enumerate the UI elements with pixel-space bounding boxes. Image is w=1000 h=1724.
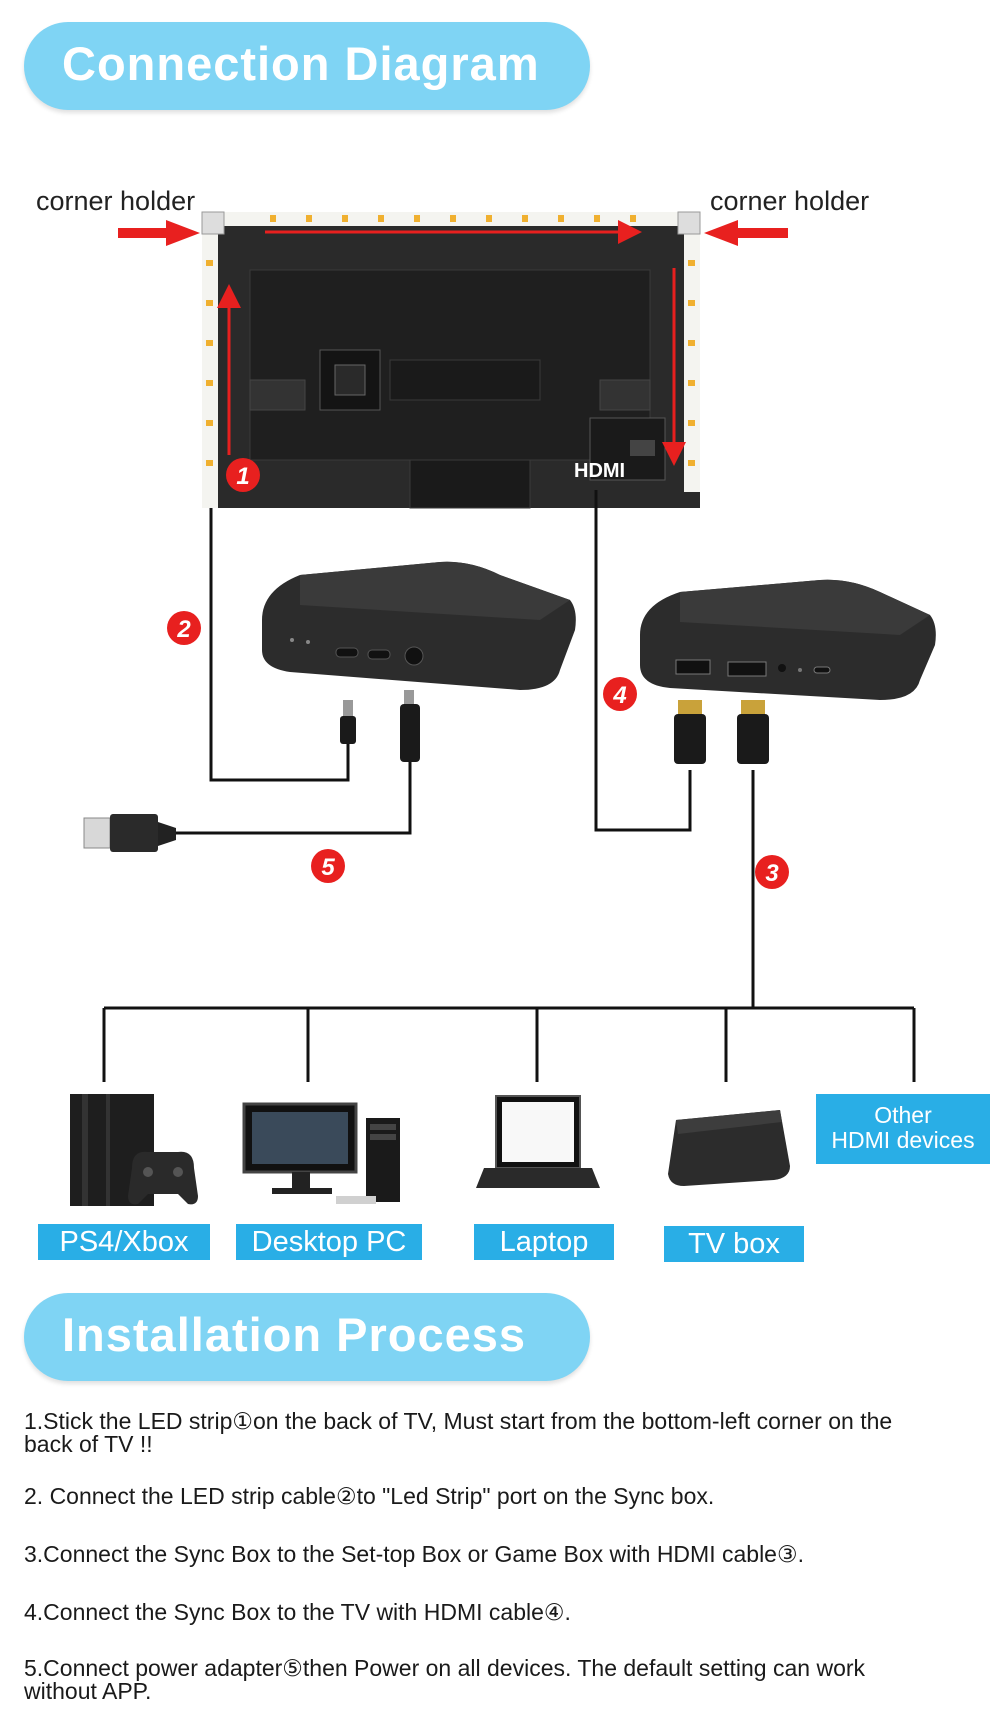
- other-hdmi-devices-label: Other HDMI devices: [816, 1094, 990, 1164]
- ps4-console-icon: [70, 1094, 198, 1206]
- connection-diagram: HDMI: [70, 211, 936, 1206]
- other-label-line1: Other: [874, 1102, 932, 1128]
- step-3: 3.Connect the Sync Box to the Set-top Bo…: [24, 1541, 804, 1567]
- corner-holder-left-label: corner holder: [36, 186, 196, 216]
- badge-4: 4: [603, 677, 637, 711]
- step-5: 5.Connect power adapter⑤then Power on al…: [24, 1655, 866, 1704]
- connection-diagram-header: Connection Diagram: [24, 22, 590, 110]
- desktop-pc-icon: [242, 1102, 400, 1204]
- installation-process-title: Installation Process: [62, 1308, 527, 1361]
- badge-5: 5: [311, 849, 345, 883]
- badge-3: 3: [755, 855, 789, 889]
- step-4: 4.Connect the Sync Box to the TV with HD…: [24, 1599, 571, 1625]
- hdmi-cable-tv: [594, 490, 692, 832]
- svg-text:1: 1: [236, 463, 249, 490]
- other-label-line2: HDMI devices: [831, 1127, 975, 1153]
- usb-c-plug: [340, 700, 356, 744]
- tv-box-icon: [668, 1110, 790, 1186]
- hdmi-plug-right: [737, 700, 769, 764]
- strip-direction-arrows: [217, 220, 686, 466]
- svg-text:3: 3: [765, 860, 779, 887]
- dc-plug: [400, 690, 420, 762]
- cables: [102, 490, 916, 1082]
- svg-text:5: 5: [321, 854, 335, 881]
- corner-holder-right-label: corner holder: [710, 186, 870, 216]
- corner-holder-arrows: [118, 220, 788, 246]
- badge-2: 2: [167, 611, 201, 645]
- badge-1: 1: [226, 458, 260, 492]
- step-2: 2. Connect the LED strip cable②to "Led S…: [24, 1483, 715, 1509]
- svg-text:4: 4: [612, 682, 626, 709]
- step-1: 1.Stick the LED strip①on the back of TV,…: [24, 1408, 893, 1457]
- connection-diagram-title: Connection Diagram: [62, 37, 540, 90]
- ps4-xbox-label: PS4/Xbox: [38, 1224, 210, 1260]
- laptop-label: Laptop: [474, 1224, 614, 1260]
- laptop-icon: [476, 1095, 600, 1188]
- sync-box: [262, 561, 576, 690]
- hdmi-plug-left: [674, 700, 706, 764]
- svg-text:2: 2: [176, 616, 191, 643]
- desktop-pc-label: Desktop PC: [236, 1224, 422, 1260]
- led-strip: [201, 211, 701, 508]
- tv-hdmi-label: HDMI: [574, 460, 625, 482]
- hdmi-sync-box: [640, 579, 936, 700]
- power-cable: [175, 760, 412, 835]
- led-strip-cable: [209, 508, 350, 782]
- usb-a-plug: [83, 814, 176, 852]
- installation-process-header: Installation Process: [24, 1293, 590, 1381]
- tv-back: [202, 212, 700, 509]
- tv-box-label: TV box: [664, 1226, 804, 1262]
